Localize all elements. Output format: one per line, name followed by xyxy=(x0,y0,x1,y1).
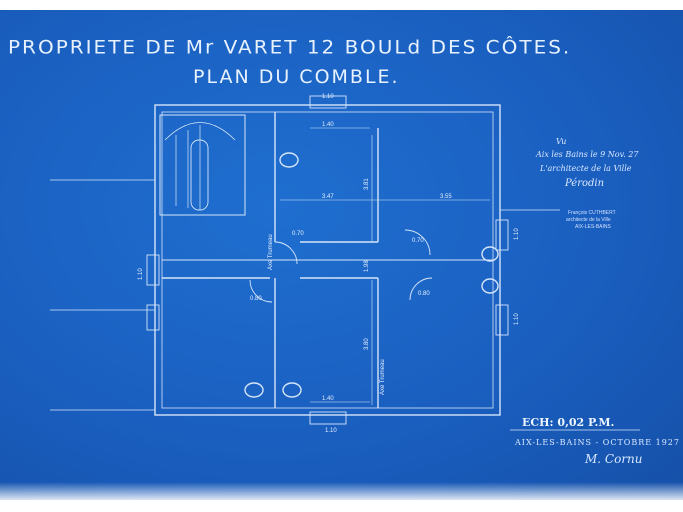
approval-signature: Pérodin xyxy=(565,178,605,189)
approval-vu: Vu xyxy=(556,137,567,146)
floor-plan: 1.10 1.40 3.47 3.81 3.55 1.98 3.80 1.40 … xyxy=(50,94,640,434)
door-swing xyxy=(274,241,298,265)
dim-door-left: 0.70 xyxy=(292,231,304,237)
stair-treads xyxy=(175,125,201,210)
stair-newel xyxy=(190,139,209,211)
basin xyxy=(244,382,264,398)
window-left xyxy=(146,254,160,286)
approval-date: Aix les Bains le 9 Nov. 27 xyxy=(536,150,639,159)
dim-center-vertical: 1.98 xyxy=(364,260,370,272)
stamp-line-2: architecte de la Ville xyxy=(566,217,611,223)
room-label-upper-left: Axe Trumeau xyxy=(268,234,274,270)
window-bottom xyxy=(309,411,347,425)
dim-top-opening: 1.10 xyxy=(322,94,334,100)
window-top xyxy=(309,95,347,109)
stamp-line-1: François CUTHBERT xyxy=(568,210,616,216)
dim-bottom-opening: 1.10 xyxy=(325,428,337,434)
place-date: AIX-LES-BAINS - OCTOBRE 1927 xyxy=(515,438,680,447)
dim-door-lower-right: 0.80 xyxy=(418,291,430,297)
dim-top-left-room: 1.40 xyxy=(322,122,334,128)
dim-door-right: 0.70 xyxy=(412,238,424,244)
basin xyxy=(481,278,499,294)
basin xyxy=(481,246,499,262)
outer-wall xyxy=(154,104,501,416)
window-right xyxy=(495,304,509,336)
door-swing xyxy=(249,279,273,303)
stair-curve xyxy=(164,122,236,141)
basin xyxy=(282,382,302,398)
dim-lower-height: 3.80 xyxy=(364,338,370,350)
dim-door-lower-left: 0.80 xyxy=(250,296,262,302)
dim-mid-span: 3.47 xyxy=(322,194,334,200)
approval-title: L'architecte de la Ville xyxy=(540,164,632,173)
dim-right-side-bottom: 1.10 xyxy=(514,313,520,325)
architect-signature: M. Cornu xyxy=(585,452,643,466)
dim-left-side: 1.10 xyxy=(138,268,144,280)
blueprint-sheet: PROPRIETE DE Mr VARET 12 BOULd DES CÔTES… xyxy=(0,10,683,500)
door-swing xyxy=(404,229,431,256)
window-left xyxy=(146,304,160,331)
stamp-line-3: AIX-LES-BAINS xyxy=(575,224,611,230)
door-swing xyxy=(409,277,433,301)
stair-hall xyxy=(159,114,246,216)
dim-mid-height: 3.81 xyxy=(364,178,370,190)
dim-bottom-left: 1.40 xyxy=(322,396,334,402)
drawing-title: PROPRIETE DE Mr VARET 12 BOULd DES CÔTES… xyxy=(8,35,572,59)
scale-label: ECH: 0,02 P.M. xyxy=(522,416,615,429)
room-label-lower-center: Axe Trumeau xyxy=(380,359,386,395)
window-right xyxy=(495,219,509,251)
drawing-subtitle: PLAN DU COMBLE. xyxy=(193,66,400,88)
dim-right-span: 3.55 xyxy=(440,194,452,200)
dim-right-side-top: 1.10 xyxy=(514,228,520,240)
basin xyxy=(279,152,299,168)
